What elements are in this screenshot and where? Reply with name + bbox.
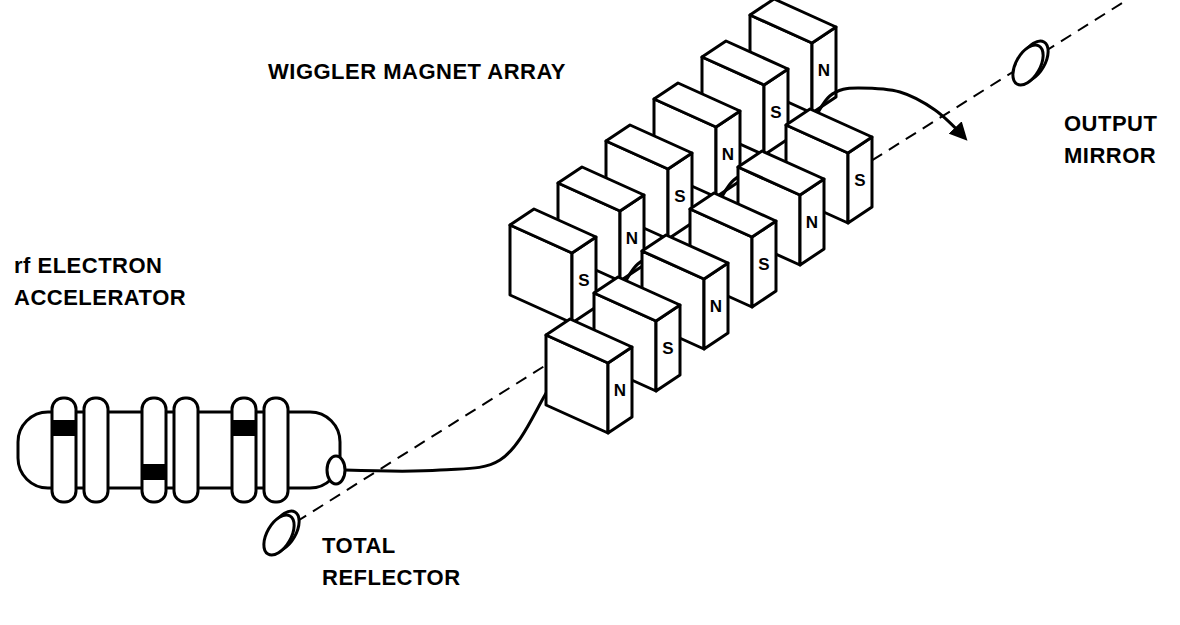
rf-accelerator (18, 398, 345, 502)
magnet-face (510, 209, 596, 253)
wiggler-magnet (546, 319, 632, 433)
part-label: WIGGLER MAGNET ARRAY (268, 56, 628, 88)
pole-letter: N (614, 382, 626, 399)
electron-beam (345, 88, 965, 471)
part-label: OUTPUT MIRROR (1064, 108, 1174, 172)
part-label: TOTAL REFLECTOR (322, 530, 462, 594)
magnet-face (654, 83, 740, 127)
pole-letter: S (578, 272, 589, 289)
magnet-face (606, 125, 692, 169)
pole-letter: S (662, 340, 673, 357)
pole-letter: N (710, 298, 722, 315)
magnet-face (642, 235, 728, 279)
lower-magnet-row (546, 109, 872, 433)
magnet-face (594, 277, 680, 321)
magnet-face (702, 41, 788, 85)
total-reflector-mirror (258, 506, 306, 560)
magnet-face (546, 319, 632, 363)
beam-path (345, 88, 965, 471)
magnet-face (558, 167, 644, 211)
magnet-face (750, 0, 836, 43)
pole-letter: N (818, 62, 830, 79)
part-label: rf ELECTRON ACCELERATOR (14, 250, 229, 314)
pole-letter: S (758, 256, 769, 273)
pole-letter: N (626, 230, 638, 247)
magnet-face (786, 109, 872, 153)
pole-letter: S (674, 188, 685, 205)
pole-letter: N (722, 146, 734, 163)
pole-letter: S (854, 172, 865, 189)
wiggler-magnet (510, 209, 596, 323)
pole-letter: S (770, 104, 781, 121)
pole-letter: N (806, 214, 818, 231)
magnet-face (738, 151, 824, 195)
output-mirror (1007, 36, 1055, 90)
magnet-face (690, 193, 776, 237)
